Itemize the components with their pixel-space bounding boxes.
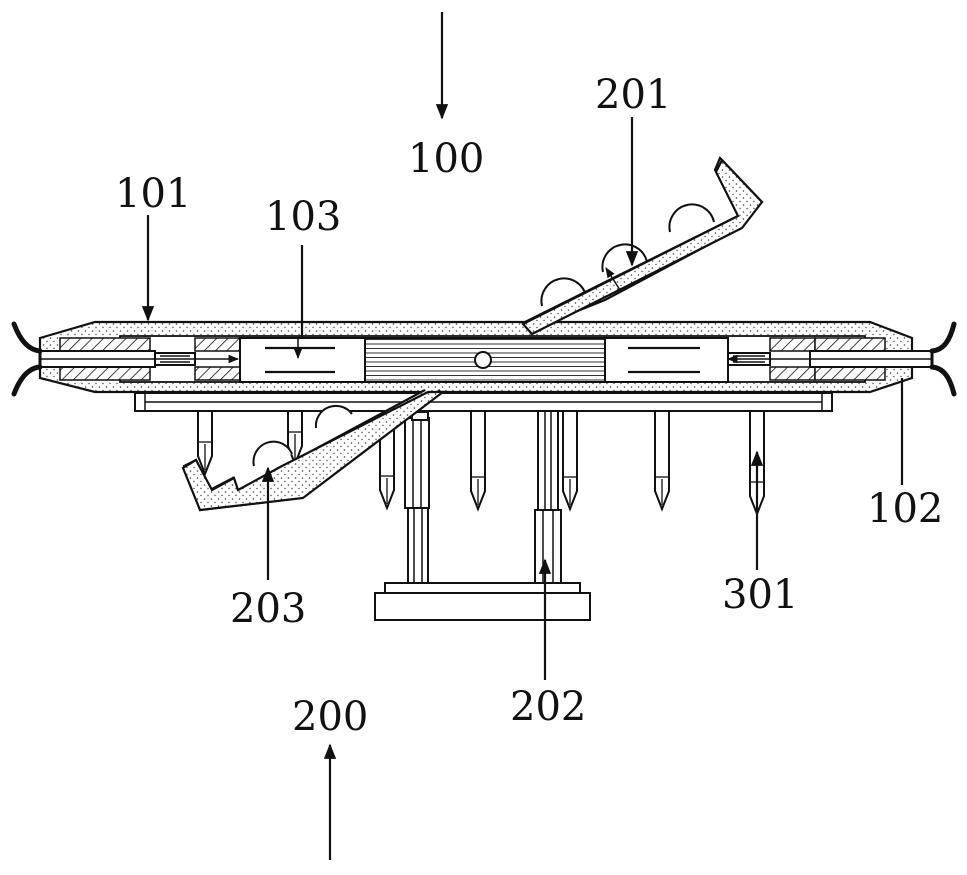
needle-3 — [379, 429, 395, 511]
right-cylinder — [604, 337, 729, 383]
needle-5 — [562, 410, 578, 512]
label-201: 201 — [595, 72, 671, 118]
label-200: 200 — [292, 694, 368, 740]
lower-plate — [134, 392, 833, 412]
needle-6 — [654, 410, 670, 512]
label-301: 301 — [722, 572, 798, 618]
base-plate — [374, 582, 591, 621]
center-coil — [364, 337, 606, 383]
right-claw-icon — [929, 321, 957, 397]
leader-lines — [141, 12, 904, 860]
right-push-rod — [726, 350, 933, 368]
label-202: 202 — [510, 684, 586, 730]
left-cylinder — [239, 337, 366, 383]
needle-1 — [197, 410, 213, 477]
label-100: 100 — [408, 136, 484, 182]
left-claw-icon — [11, 321, 43, 397]
label-101: 101 — [115, 171, 191, 217]
label-203: 203 — [230, 586, 306, 632]
left-push-rod — [39, 350, 240, 368]
label-103: 103 — [265, 194, 341, 240]
label-102: 102 — [867, 486, 943, 532]
needle-4 — [470, 410, 486, 512]
